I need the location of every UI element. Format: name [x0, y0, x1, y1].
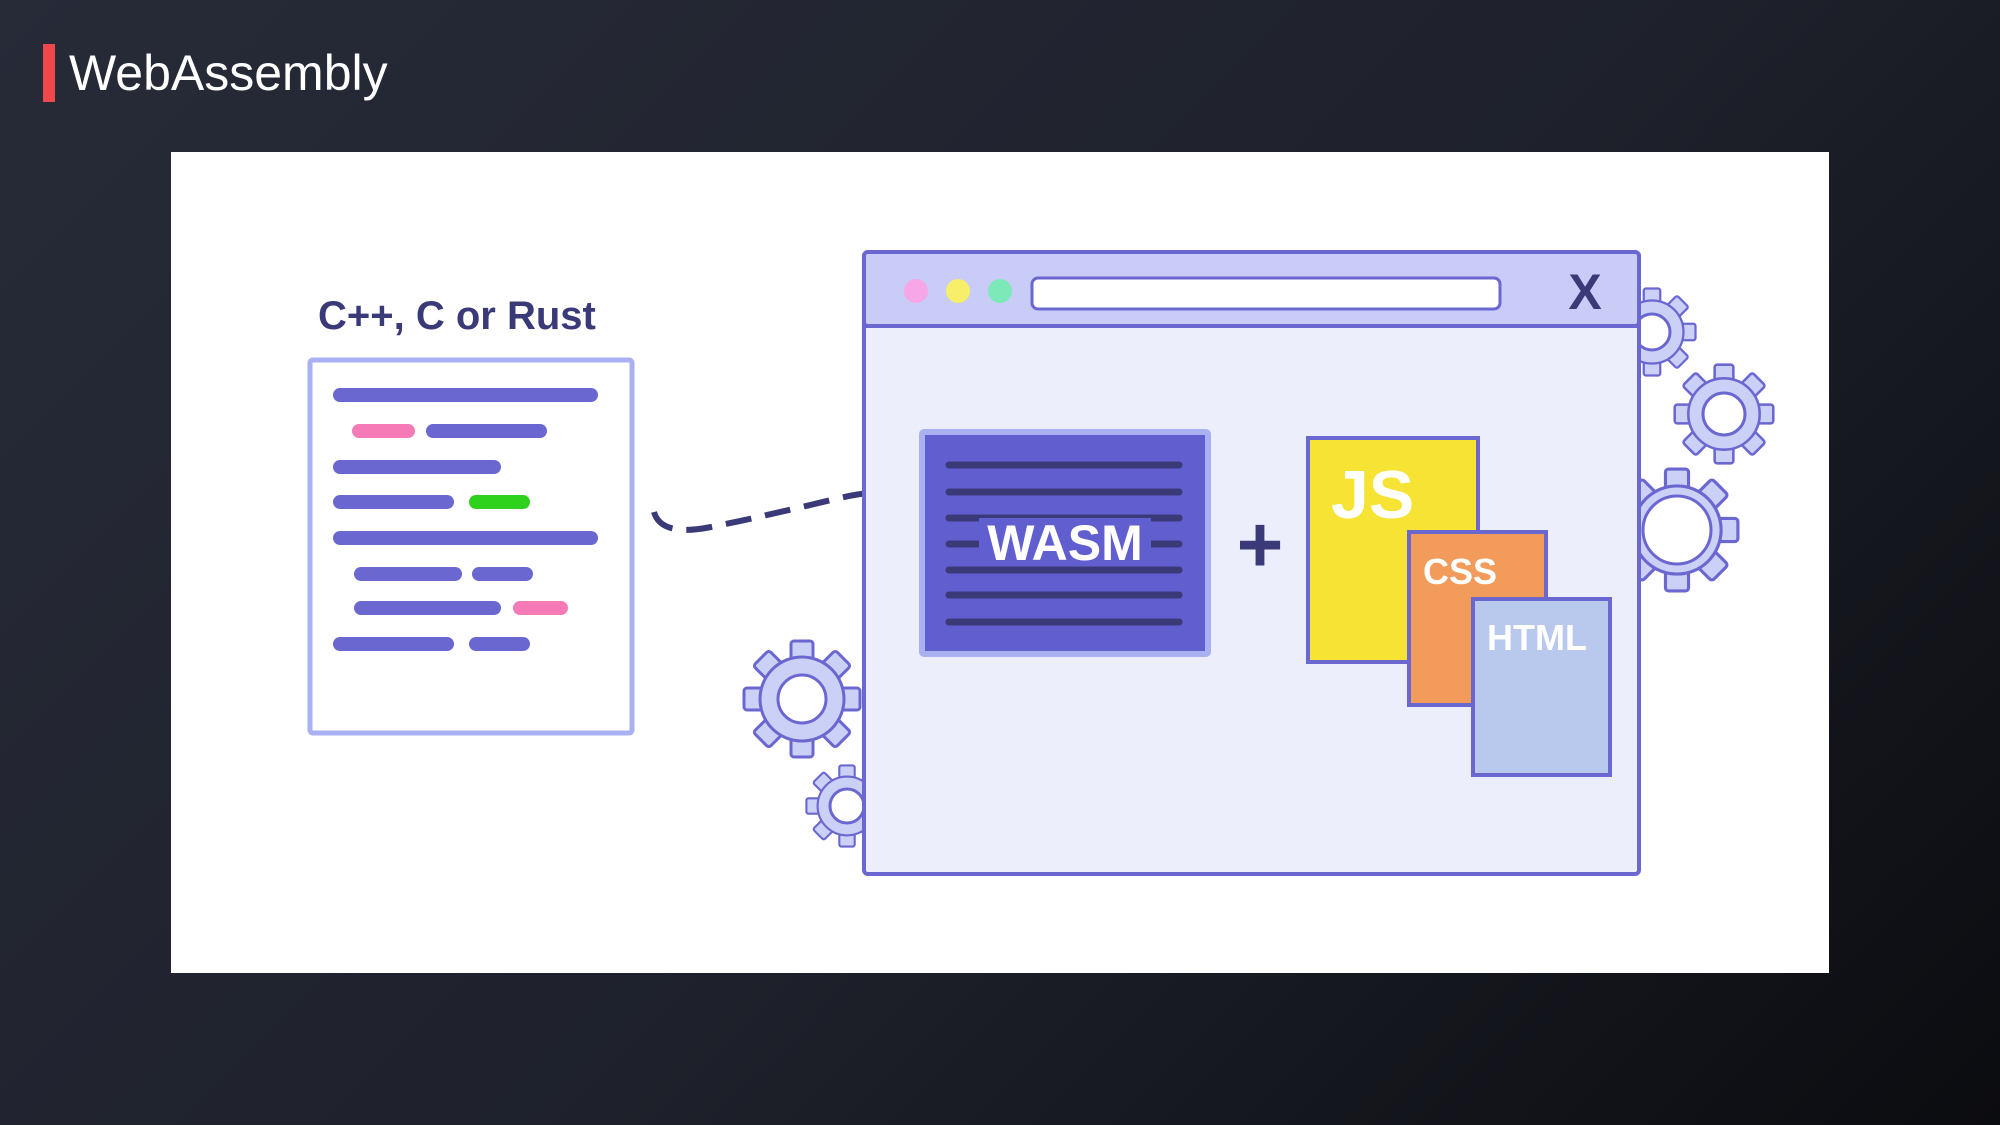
window-dot-green [988, 279, 1012, 303]
css-label: CSS [1423, 551, 1497, 592]
close-icon: X [1568, 264, 1601, 320]
address-bar [1030, 276, 1502, 311]
title-accent-bar [43, 44, 55, 102]
html-label: HTML [1487, 617, 1587, 658]
illustration-panel: C++, C or Rust [171, 152, 1829, 973]
js-label: JS [1331, 457, 1414, 533]
window-dot-yellow [946, 279, 970, 303]
wasm-label: WASM [987, 515, 1143, 571]
browser-window: X [862, 250, 1641, 876]
code-lines [333, 388, 598, 651]
wasm-file: WASM [919, 429, 1211, 657]
source-language-label: C++, C or Rust [318, 294, 596, 338]
source-code-document [307, 357, 635, 736]
window-dot-pink [904, 279, 928, 303]
slide-header: WebAssembly [43, 44, 388, 102]
slide-title: WebAssembly [69, 45, 388, 101]
gear-icon [742, 287, 1775, 848]
webassembly-illustration: C++, C or Rust [307, 250, 1775, 876]
plus-icon: + [1237, 500, 1284, 589]
html-file: HTML [1471, 597, 1612, 777]
